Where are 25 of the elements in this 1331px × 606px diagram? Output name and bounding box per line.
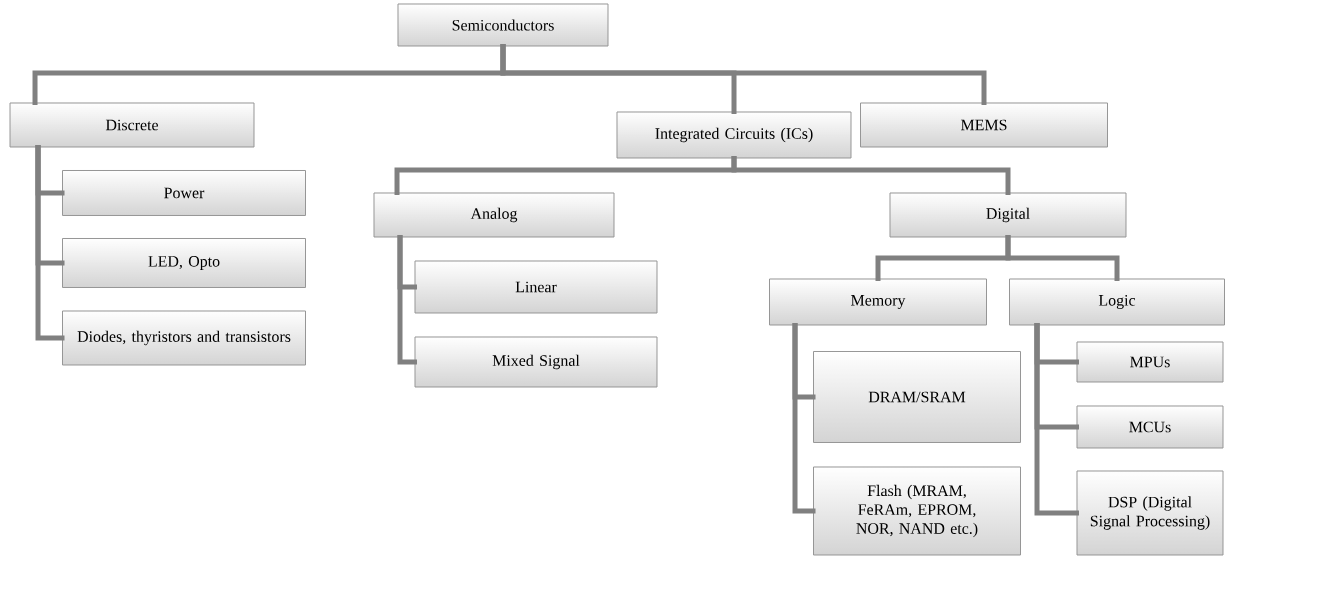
category-box: MPUs xyxy=(1076,341,1224,383)
connector-line xyxy=(1005,235,1120,281)
category-box: Mixed Signal xyxy=(414,336,658,388)
category-box: MEMS xyxy=(860,102,1108,148)
category-box: MCUs xyxy=(1076,405,1224,449)
connector-line xyxy=(1034,323,1079,516)
connector-line xyxy=(731,156,1011,195)
category-box: Memory xyxy=(769,278,987,326)
category-box: Semiconductors xyxy=(397,3,609,47)
category-box: Linear xyxy=(414,260,658,314)
category-box: Logic xyxy=(1009,278,1225,326)
category-box: Analog xyxy=(373,192,615,238)
category-box: Integrated Circuits (ICs) xyxy=(616,111,852,159)
connector-line xyxy=(397,235,417,365)
category-box: DRAM/SRAM xyxy=(813,351,1021,443)
category-box: Power xyxy=(62,170,306,216)
category-box: DSP (Digital Signal Processing) xyxy=(1076,470,1224,556)
connector-line xyxy=(500,44,987,105)
connector-line xyxy=(792,323,816,514)
category-box: Digital xyxy=(889,192,1127,238)
category-box: Diodes, thyristors and transistors xyxy=(62,310,306,366)
category-box: LED, Opto xyxy=(62,238,306,288)
connector-line xyxy=(35,145,65,341)
category-box: Discrete xyxy=(9,102,255,148)
category-box: Flash (MRAM, FeRAm, EPROM, NOR, NAND etc.) xyxy=(813,466,1021,556)
